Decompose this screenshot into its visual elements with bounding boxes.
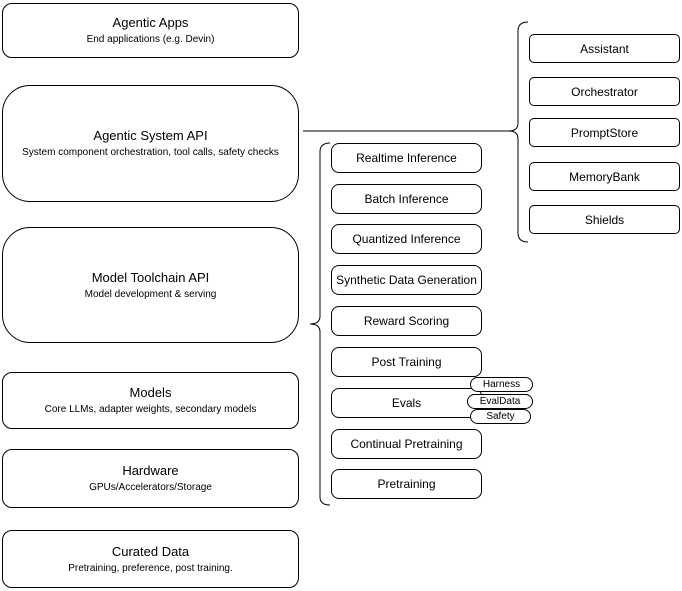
node-batch-inference: Batch Inference [331,184,482,214]
box-title: Hardware [122,463,179,478]
box-agentic-system-api: Agentic System API System component orch… [2,85,299,202]
node-quantized-inference: Quantized Inference [331,224,482,254]
box-title: Curated Data [111,543,190,559]
box-title: Agentic System API [93,128,208,143]
box-subtitle: System component orchestration, tool cal… [22,147,279,158]
pill-safety: Safety [470,409,531,424]
pill-evaldata: EvalData [467,394,533,409]
box-hardware: Hardware GPUs/Accelerators/Storage [2,449,299,508]
box-title: Models [129,385,172,400]
box-title: Agentic Apps [112,15,189,30]
node-pretraining: Pretraining [331,469,482,499]
node-promptstore: PromptStore [529,118,680,147]
box-subtitle: Core LLMs, adapter weights, secondary mo… [44,404,257,415]
box-models: Models Core LLMs, adapter weights, secon… [2,372,299,429]
node-memorybank: MemoryBank [529,162,680,191]
box-subtitle: Model development & serving [84,288,217,300]
box-title: Model Toolchain API [91,269,210,285]
box-model-toolchain-api: Model Toolchain API Model development & … [2,227,299,343]
node-synthetic-data-generation: Synthetic Data Generation [331,265,482,295]
box-subtitle: GPUs/Accelerators/Storage [89,482,212,493]
node-post-training: Post Training [331,347,482,377]
node-shields: Shields [529,205,680,234]
node-continual-pretraining: Continual Pretraining [331,429,482,459]
node-evals: Evals [331,388,482,418]
box-curated-data: Curated Data Pretraining, preference, po… [2,530,299,588]
box-agentic-apps: Agentic Apps End applications (e.g. Devi… [2,3,299,58]
node-assistant: Assistant [529,34,680,63]
toolchain-group-brace [309,142,331,506]
system-group-brace [508,21,529,243]
node-reward-scoring: Reward Scoring [331,306,482,336]
box-subtitle: Pretraining, preference, post training. [68,562,233,574]
node-realtime-inference: Realtime Inference [331,143,482,173]
box-subtitle: End applications (e.g. Devin) [86,34,215,45]
pill-harness: Harness [470,377,533,392]
node-orchestrator: Orchestrator [529,77,680,106]
